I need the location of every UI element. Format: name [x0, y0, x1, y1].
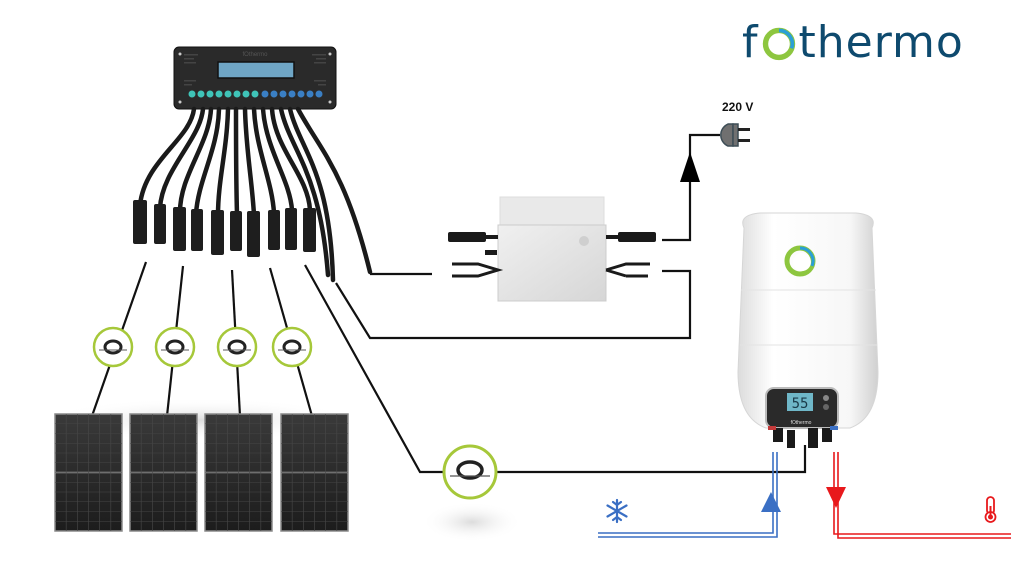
- mc4-connectors: [133, 200, 316, 257]
- up-arrow-icon: [680, 152, 700, 182]
- voltage-label: 220 V: [722, 100, 754, 114]
- solar-panel-3: [204, 413, 273, 532]
- controller-lcd: [217, 61, 295, 79]
- cold-water-pipe: [598, 452, 778, 538]
- cable-badge-1: [92, 326, 134, 368]
- cold-up-arrow-icon: [761, 492, 781, 512]
- solar-controller-box: fOthermo: [173, 46, 337, 110]
- controller-cables: [137, 106, 373, 283]
- wire-inverter-return: [335, 269, 692, 340]
- cable-badge-3: [216, 326, 258, 368]
- snowflake-icon: [606, 498, 628, 524]
- fothermo-logo: f thermo: [742, 18, 964, 68]
- logo-prefix: f: [742, 17, 759, 68]
- solar-panel-2: [129, 413, 198, 532]
- solar-panel-4: [280, 413, 349, 532]
- heater-display: [787, 393, 813, 411]
- wire-heater: [304, 264, 807, 474]
- solar-panel-1: [54, 413, 123, 532]
- micro-inverter: [448, 196, 656, 302]
- cable-badge-5: [442, 444, 498, 500]
- heater-temperature: 55: [792, 396, 809, 412]
- badge-shadow: [422, 502, 522, 542]
- cable-badge-2: [154, 326, 196, 368]
- wire-ac-out: [662, 133, 720, 242]
- solar-panels: [54, 413, 349, 532]
- controller-buttons: [188, 90, 323, 98]
- hot-down-arrow-icon: [826, 487, 846, 508]
- heater-brand: fOthermo: [791, 420, 812, 426]
- controller-brand: fOthermo: [242, 52, 268, 58]
- logo-ring-icon: [762, 27, 795, 61]
- electric-water-heater: 55 fOthermo: [737, 212, 879, 448]
- cable-badge-4: [271, 326, 313, 368]
- logo-suffix: thermo: [798, 17, 964, 68]
- cable-badges: [92, 326, 498, 500]
- heater-logo-ring: [784, 245, 816, 277]
- thermometer-icon: [984, 496, 997, 523]
- power-plug-icon: [720, 123, 750, 147]
- hot-water-pipe: [833, 452, 1011, 539]
